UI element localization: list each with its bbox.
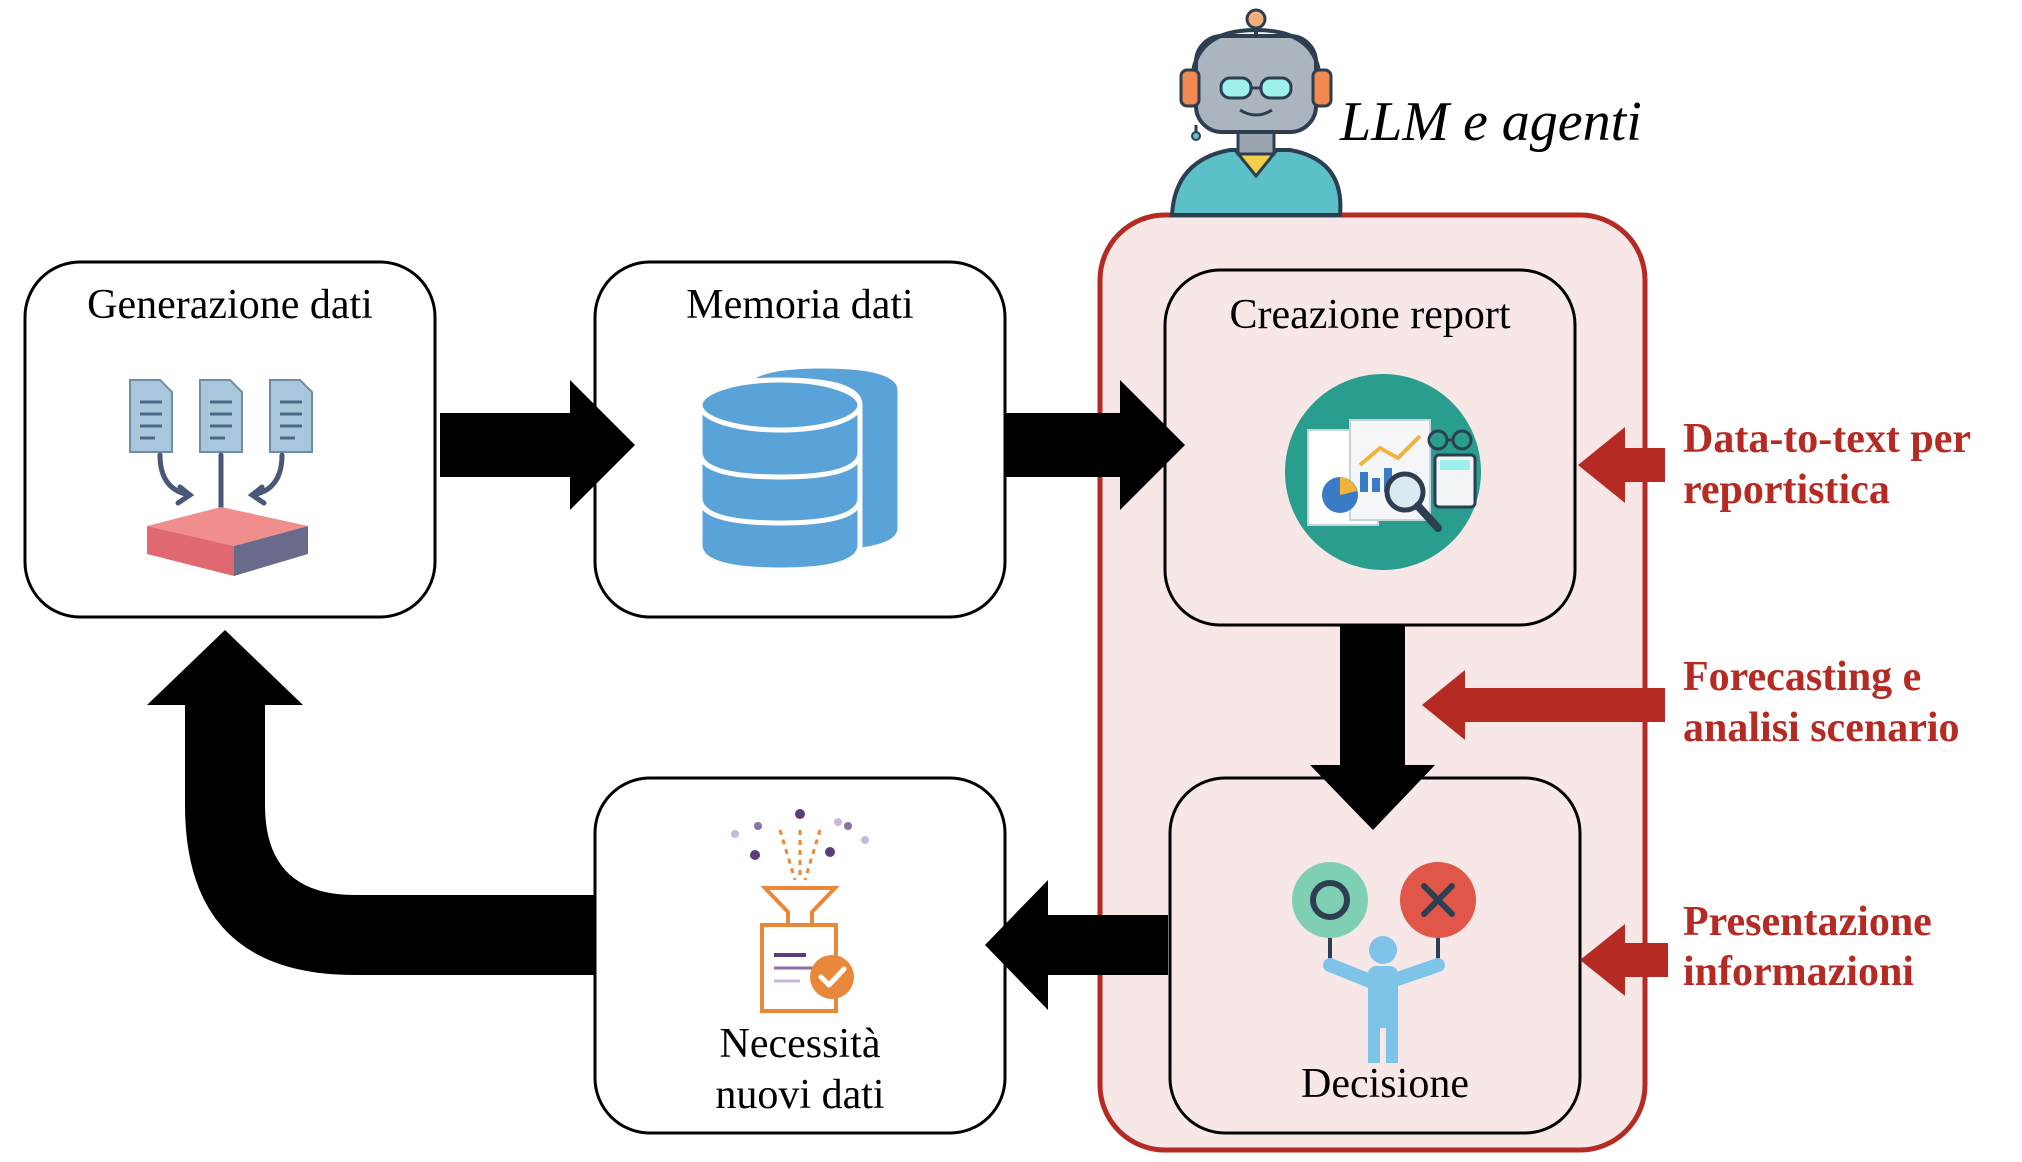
database-icon: [697, 363, 903, 573]
capability-presentazione-line2: informazioni: [1683, 949, 1914, 995]
arrow-decisione-to-necessita: [985, 880, 1168, 1010]
node-memoria-title: Memoria dati: [686, 282, 913, 328]
red-arrow-presentazione: [1580, 924, 1668, 996]
data-generation-icon: [129, 379, 313, 576]
arrow-necessita-to-generazione: [147, 630, 595, 975]
decision-icon: [1292, 862, 1476, 1063]
report-analysis-icon: [1285, 374, 1481, 570]
red-arrow-data-to-text: [1578, 427, 1665, 503]
llm-title: LLM e agenti: [1339, 91, 1642, 153]
node-report-title: Creazione report: [1229, 292, 1510, 338]
capability-presentazione-line1: Presentazione: [1683, 899, 1932, 945]
capability-data-to-text-line1: Data-to-text per: [1683, 416, 1971, 462]
arrow-generazione-to-memoria: [440, 380, 635, 510]
node-generazione-title: Generazione dati: [87, 282, 373, 328]
capability-data-to-text-line2: reportistica: [1683, 467, 1890, 513]
capability-forecasting-line2: analisi scenario: [1683, 705, 1960, 751]
node-necessita-line2: nuovi dati: [715, 1072, 884, 1118]
arrow-report-to-decisione: [1310, 625, 1435, 830]
robot-icon: [1169, 8, 1343, 217]
capability-forecasting-line1: Forecasting e: [1683, 654, 1921, 700]
red-arrow-forecasting: [1422, 670, 1665, 740]
arrow-memoria-to-report: [1005, 380, 1185, 510]
node-decisione-title: Decisione: [1301, 1061, 1469, 1107]
node-necessita-line1: Necessità: [720, 1021, 881, 1067]
data-filter-icon: [731, 809, 869, 1013]
